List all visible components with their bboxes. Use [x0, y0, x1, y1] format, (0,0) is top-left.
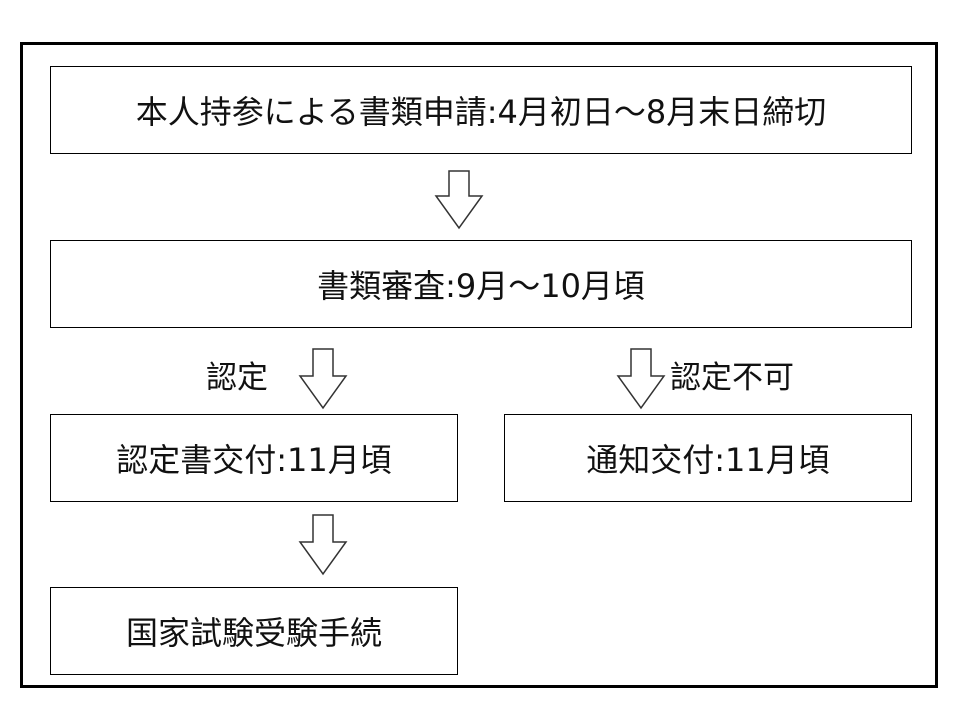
down-arrow-icon	[434, 170, 484, 230]
exam-step-text: 国家試験受験手続	[125, 614, 382, 652]
exam-step-box: 国家試験受験手続	[50, 587, 458, 675]
application-step-text: 本人持参による書類申請:4月初日〜8月末日締切	[135, 93, 827, 131]
notice-step-text: 通知交付:11月頃	[586, 441, 830, 479]
rejected-branch-label: 認定不可	[670, 360, 794, 396]
down-arrow-icon	[616, 348, 666, 410]
diagram-frame	[20, 42, 938, 688]
down-arrow-icon	[298, 514, 348, 576]
certificate-step-box: 認定書交付:11月頃	[50, 414, 458, 502]
down-arrow-icon	[298, 348, 348, 410]
application-step-box: 本人持参による書類申請:4月初日〜8月末日締切	[50, 66, 912, 154]
review-step-text: 書類審査:9月〜10月頃	[317, 267, 645, 305]
review-step-box: 書類審査:9月〜10月頃	[50, 240, 912, 328]
notice-step-box: 通知交付:11月頃	[504, 414, 912, 502]
approved-branch-label: 認定	[206, 360, 268, 396]
certificate-step-text: 認定書交付:11月頃	[116, 441, 392, 479]
